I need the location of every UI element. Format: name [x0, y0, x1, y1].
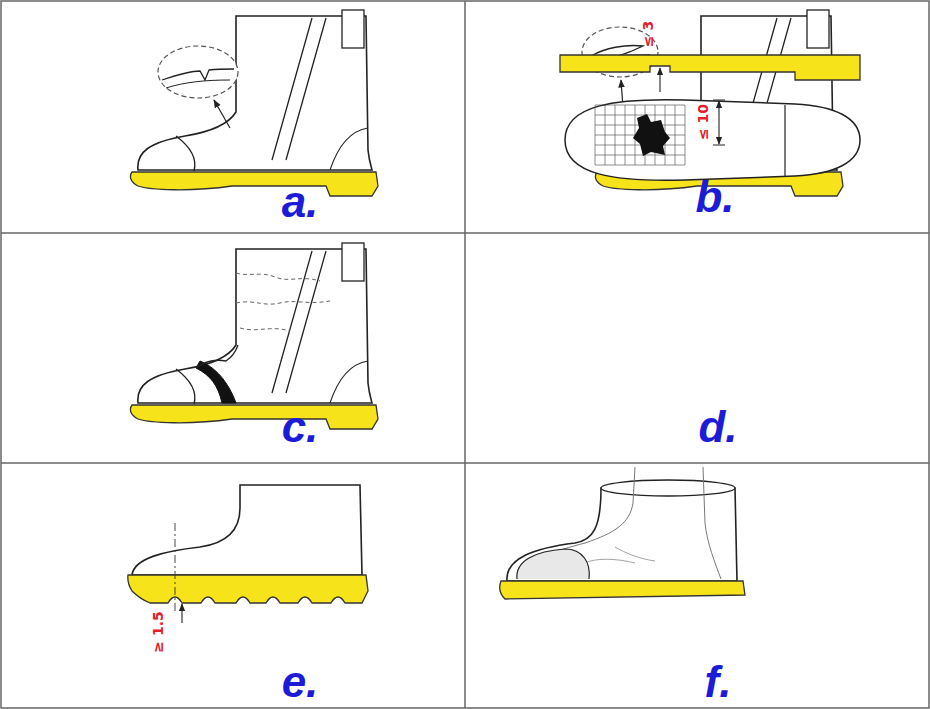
panel-letter: f. — [705, 660, 732, 704]
dimension-label: ≥ 1.5 — [151, 611, 165, 652]
panel-letter: b. — [695, 175, 734, 219]
dimension-label: ≤ 3 — [641, 21, 655, 47]
panel-letter: d. — [698, 405, 737, 449]
panel-letter: a. — [282, 180, 319, 224]
panel-letter: e. — [282, 660, 319, 704]
dimension-label: ≤ 10 — [696, 104, 710, 140]
panel-letter: c. — [282, 405, 319, 449]
